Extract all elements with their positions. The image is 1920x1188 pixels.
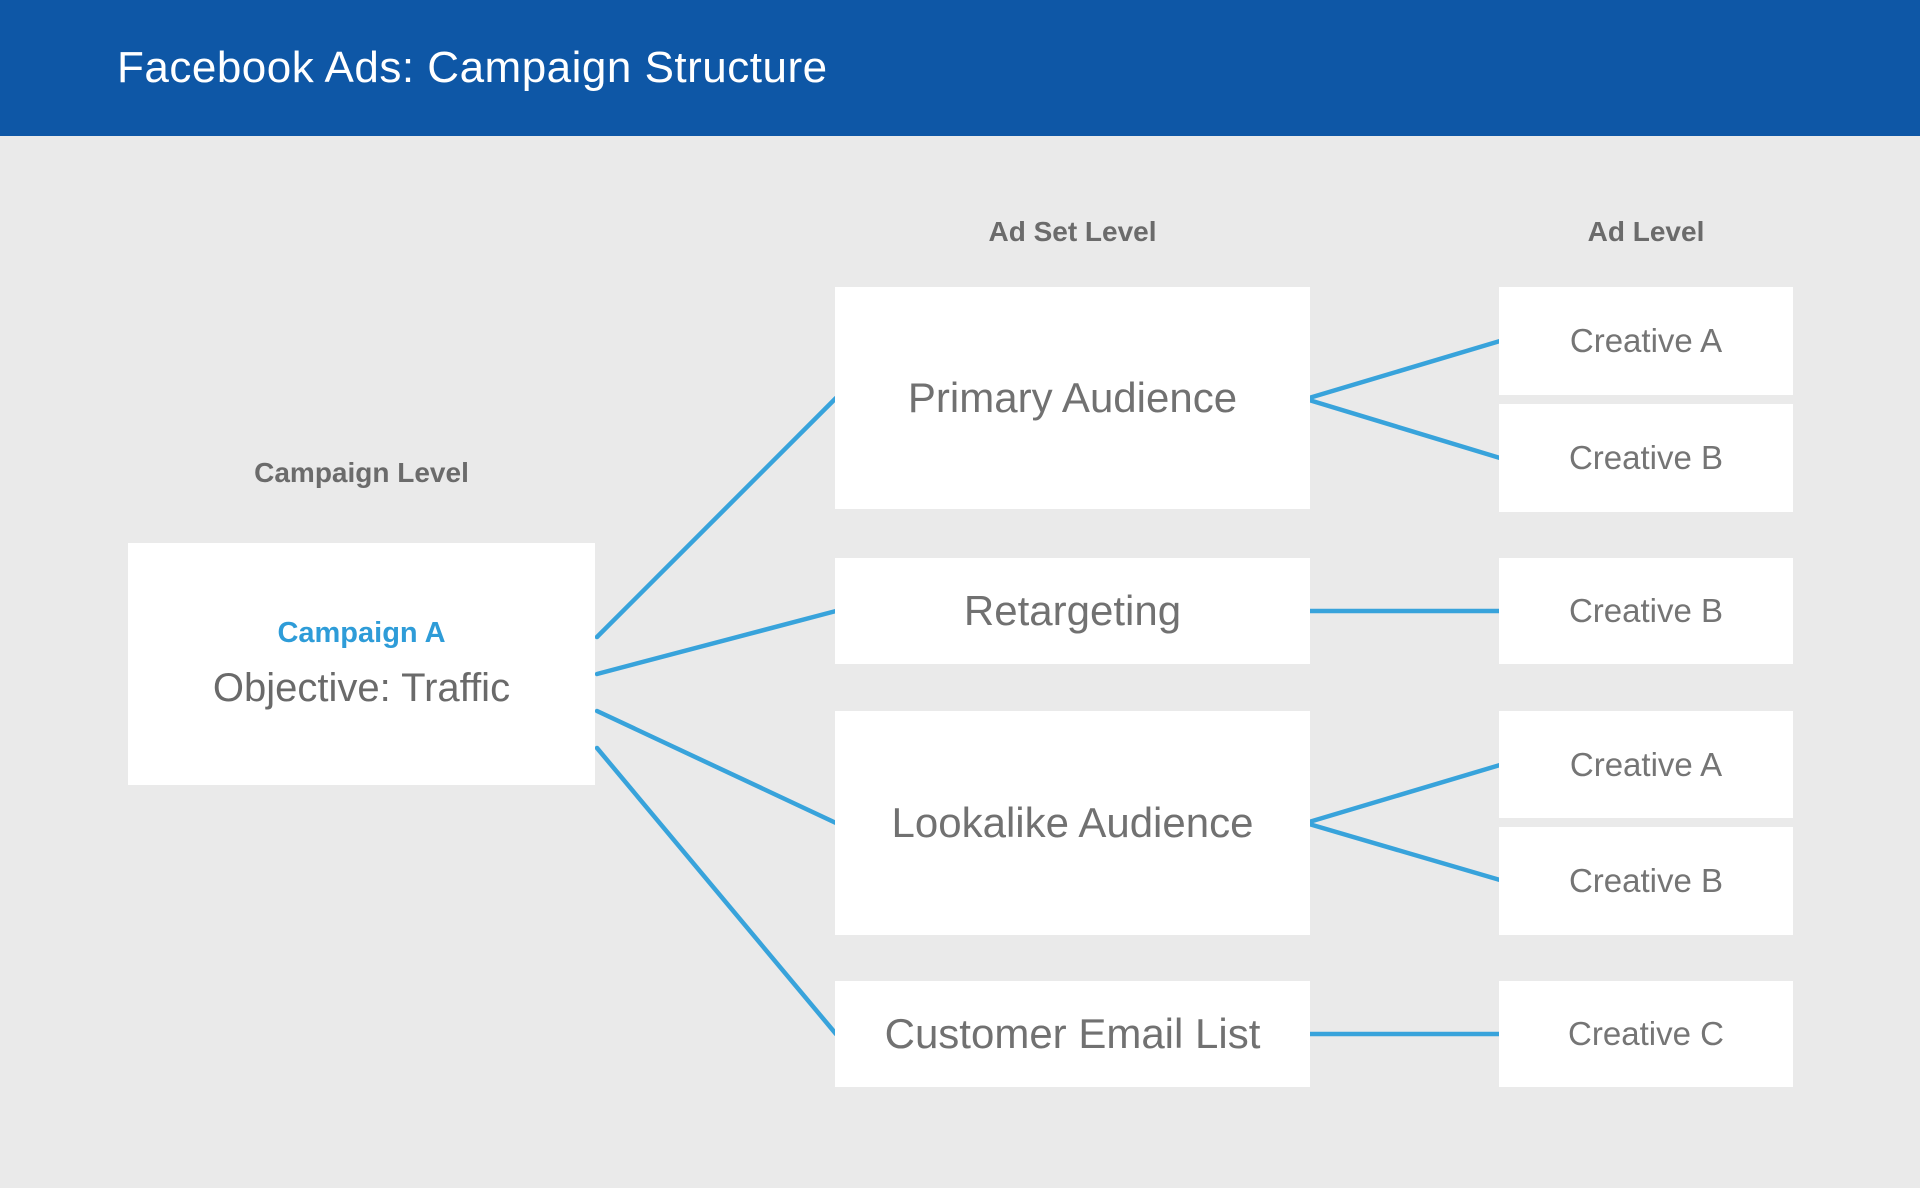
ad-level-label: Ad Level	[1587, 216, 1705, 247]
campaign-level-label: Campaign Level	[254, 457, 469, 488]
campaign-node: Campaign A Objective: Traffic	[128, 543, 595, 785]
creative-node-1: Creative A	[1499, 287, 1793, 395]
creative-node-6: Creative C	[1499, 981, 1793, 1087]
connector-adset-lookalike-audience-to-creative-4	[1306, 762, 1503, 825]
creative-label: Creative A	[1569, 322, 1723, 359]
creative-label: Creative B	[1568, 592, 1724, 629]
adset-label: Customer Email List	[884, 1010, 1261, 1057]
creative-label: Creative A	[1569, 745, 1723, 783]
header-bar: Facebook Ads: Campaign Structure	[0, 0, 1920, 136]
creative-node-2: Creative B	[1499, 404, 1793, 512]
adset-node-primary-audience: Primary Audience	[835, 287, 1310, 509]
connector-campaign-a-to-adset-primary-audience	[594, 395, 839, 640]
connector-campaign-a-to-adset-lookalike-audience	[594, 708, 839, 826]
adset-node-retargeting: Retargeting	[835, 558, 1310, 664]
adset-node-lookalike-audience: Lookalike Audience	[835, 711, 1310, 935]
ad-set-level-label: Ad Set Level	[988, 216, 1157, 247]
connector-adset-primary-audience-to-creative-1	[1306, 338, 1503, 401]
adset-label: Retargeting	[963, 587, 1182, 634]
creative-node-3: Creative B	[1499, 558, 1793, 664]
adset-label: Primary Audience	[907, 374, 1238, 421]
connector-campaign-a-to-adset-retargeting	[594, 608, 839, 677]
creative-node-5: Creative B	[1499, 827, 1793, 935]
connector-adset-primary-audience-to-creative-2	[1306, 397, 1503, 461]
connector-campaign-a-to-adset-customer-email-list	[594, 745, 839, 1037]
adset-label: Lookalike Audience	[891, 799, 1254, 846]
connector-adset-lookalike-audience-to-creative-5	[1306, 821, 1503, 883]
creative-label: Creative C	[1568, 1015, 1724, 1052]
campaign-name: Campaign A	[277, 617, 446, 649]
page-title: Facebook Ads: Campaign Structure	[117, 43, 828, 92]
campaign-objective: Objective: Traffic	[212, 666, 511, 710]
creative-label: Creative B	[1568, 439, 1724, 476]
creative-node-4: Creative A	[1499, 711, 1793, 818]
creative-label: Creative B	[1568, 862, 1724, 899]
adset-node-customer-email-list: Customer Email List	[835, 981, 1310, 1087]
